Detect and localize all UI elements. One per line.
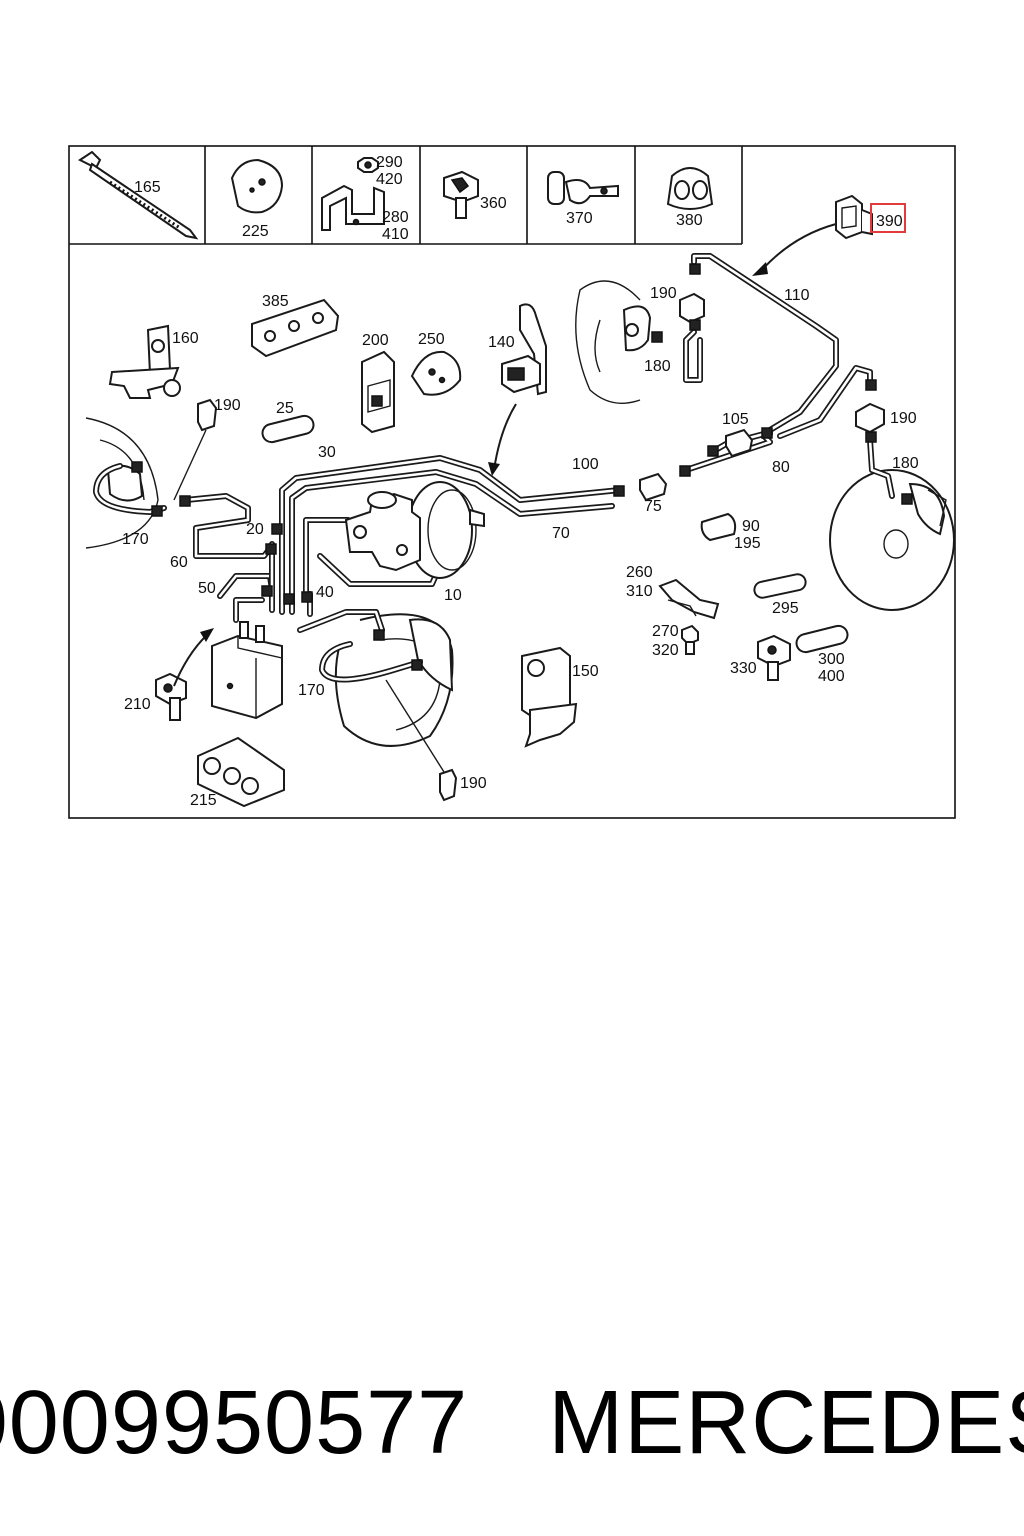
brake-hoses bbox=[93, 329, 895, 683]
connector-330 bbox=[757, 634, 791, 681]
label-330: 330 bbox=[730, 660, 757, 677]
grommet-icon bbox=[666, 167, 714, 210]
cover-plate-icon bbox=[230, 158, 284, 214]
clip-190-bottom bbox=[439, 768, 458, 802]
abs-hydraulic-unit bbox=[211, 621, 283, 720]
label-225: 225 bbox=[242, 223, 269, 240]
sensor-bracket-140 bbox=[501, 303, 547, 396]
connector-210 bbox=[155, 672, 187, 721]
label-195: 195 bbox=[734, 535, 761, 552]
damper-block-215 bbox=[197, 736, 285, 808]
callout-labels: 165 225 290 420 280 410 360 370 380 390 … bbox=[122, 154, 919, 809]
label-385: 385 bbox=[262, 293, 289, 310]
label-20: 20 bbox=[246, 521, 264, 538]
label-150: 150 bbox=[572, 663, 599, 680]
label-260: 260 bbox=[626, 564, 653, 581]
highlight-box-390 bbox=[870, 203, 906, 233]
cover-250 bbox=[410, 350, 462, 396]
label-310: 310 bbox=[626, 583, 653, 600]
diagram-frame bbox=[68, 145, 956, 819]
label-215: 215 bbox=[190, 792, 217, 809]
label-180-top: 180 bbox=[644, 358, 671, 375]
label-60: 60 bbox=[170, 554, 188, 571]
label-420: 420 bbox=[376, 171, 403, 188]
cable-tie-icon bbox=[78, 150, 199, 240]
label-25: 25 bbox=[276, 400, 294, 417]
label-380: 380 bbox=[676, 212, 703, 229]
rear-brake-disc-right bbox=[829, 469, 955, 611]
bleed-screw-270 bbox=[681, 624, 699, 655]
label-270: 270 bbox=[652, 623, 679, 640]
label-320: 320 bbox=[652, 642, 679, 659]
tube-295 bbox=[753, 573, 807, 599]
label-295: 295 bbox=[772, 600, 799, 617]
fitting-75 bbox=[639, 472, 668, 502]
label-180-right: 180 bbox=[892, 455, 919, 472]
label-75: 75 bbox=[644, 498, 662, 515]
tube-300 bbox=[795, 624, 849, 654]
label-210: 210 bbox=[124, 696, 151, 713]
bracket-200 bbox=[361, 350, 395, 434]
caliper-bracket-150 bbox=[521, 646, 578, 748]
front-brake-disc-bottom bbox=[334, 613, 454, 747]
label-100: 100 bbox=[572, 456, 599, 473]
label-40: 40 bbox=[316, 584, 334, 601]
label-370: 370 bbox=[566, 210, 593, 227]
label-70: 70 bbox=[552, 525, 570, 542]
label-300: 300 bbox=[818, 651, 845, 668]
label-165: 165 bbox=[134, 179, 161, 196]
label-50: 50 bbox=[198, 580, 216, 597]
label-400: 400 bbox=[818, 668, 845, 685]
rear-brake-disc-top bbox=[575, 280, 652, 404]
header-cell-dividers bbox=[204, 146, 743, 244]
label-190-top: 190 bbox=[650, 285, 677, 302]
label-190-left: 190 bbox=[214, 397, 241, 414]
label-170-bottom: 170 bbox=[298, 682, 325, 699]
label-140: 140 bbox=[488, 334, 515, 351]
pipe-clip-390-icon bbox=[835, 194, 873, 240]
part-number: 0009950577 bbox=[0, 1372, 469, 1473]
damper-385 bbox=[251, 298, 340, 358]
caption-bar: 0009950577 MERCEDES bbox=[0, 1368, 1024, 1478]
retaining-clip-260 bbox=[658, 578, 720, 620]
label-390: 390 bbox=[876, 213, 903, 230]
caliper-bracket-160 bbox=[108, 324, 181, 399]
label-80: 80 bbox=[772, 459, 790, 476]
clip-190-left bbox=[197, 398, 218, 432]
label-280: 280 bbox=[382, 209, 409, 226]
clip-190-right bbox=[855, 402, 885, 434]
label-160: 160 bbox=[172, 330, 199, 347]
label-105: 105 bbox=[722, 411, 749, 428]
pipe-fittings bbox=[131, 263, 913, 671]
sleeve-25 bbox=[261, 414, 315, 444]
clip-190-top bbox=[679, 292, 705, 324]
label-190-right: 190 bbox=[890, 410, 917, 427]
label-200: 200 bbox=[362, 332, 389, 349]
label-250: 250 bbox=[418, 331, 445, 348]
brand-name: MERCEDES bbox=[548, 1372, 1024, 1473]
clip-connector-icon bbox=[443, 170, 479, 219]
label-170-left: 170 bbox=[122, 531, 149, 548]
leader-arrows bbox=[173, 223, 837, 773]
fitting-105 bbox=[725, 428, 754, 458]
label-360: 360 bbox=[480, 195, 507, 212]
label-90: 90 bbox=[742, 518, 760, 535]
sleeve-90 bbox=[700, 512, 737, 542]
label-290: 290 bbox=[376, 154, 403, 171]
label-10: 10 bbox=[444, 587, 462, 604]
label-30: 30 bbox=[318, 444, 336, 461]
label-110: 110 bbox=[784, 287, 810, 304]
mounting-bracket-icon bbox=[321, 157, 385, 231]
label-190-bottom: 190 bbox=[460, 775, 487, 792]
front-brake-disc-left bbox=[85, 417, 159, 549]
label-410: 410 bbox=[382, 226, 409, 243]
sensor-clip-icon bbox=[547, 171, 619, 205]
brake-booster-master-cylinder bbox=[344, 481, 485, 579]
